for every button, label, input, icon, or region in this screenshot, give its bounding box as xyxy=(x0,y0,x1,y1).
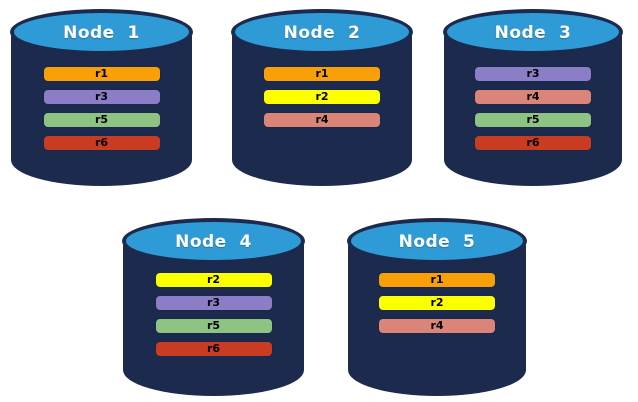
replica-r3: r3 xyxy=(475,67,591,81)
node-title: Node 2 xyxy=(283,23,361,43)
node-5-cylinder: Node 5 r1 r2 r4 xyxy=(347,218,527,396)
replica-r5: r5 xyxy=(475,113,591,127)
database-cylinder-top: Node 4 xyxy=(122,218,305,264)
database-cylinder-body xyxy=(11,31,192,186)
replica-r3: r3 xyxy=(155,296,272,310)
node-title: Node 5 xyxy=(398,232,476,252)
replica-r5: r5 xyxy=(155,319,272,333)
node-2-cylinder: Node 2 r1 r2 r4 xyxy=(231,9,413,186)
database-cylinder-body xyxy=(348,240,526,396)
replica-bar-stack: r1 r2 r4 xyxy=(231,67,413,127)
replica-r4: r4 xyxy=(475,90,591,104)
replica-r6: r6 xyxy=(155,342,272,356)
replica-r6: r6 xyxy=(43,136,160,150)
replica-r5: r5 xyxy=(43,113,160,127)
replica-bar-stack: r1 r3 r5 r6 xyxy=(10,67,193,150)
database-cylinder-body xyxy=(232,31,412,186)
replica-r6: r6 xyxy=(475,136,591,150)
replica-r2: r2 xyxy=(379,296,495,310)
database-cylinder-body xyxy=(123,240,304,396)
node-1-cylinder: Node 1 r1 r3 r5 r6 xyxy=(10,9,193,186)
replica-r3: r3 xyxy=(43,90,160,104)
database-cylinder-top: Node 1 xyxy=(10,9,193,55)
database-cylinder-top: Node 5 xyxy=(347,218,527,264)
database-cylinder-top: Node 3 xyxy=(443,9,623,55)
replica-r4: r4 xyxy=(379,319,495,333)
replica-r1: r1 xyxy=(264,67,380,81)
node-3-cylinder: Node 3 r3 r4 r5 r6 xyxy=(443,9,623,186)
replica-r2: r2 xyxy=(264,90,380,104)
replica-r1: r1 xyxy=(379,273,495,287)
replica-r4: r4 xyxy=(264,113,380,127)
node-title: Node 1 xyxy=(63,23,140,43)
node-title: Node 4 xyxy=(175,232,252,252)
database-cylinder-body xyxy=(444,31,622,186)
replica-bar-stack: r3 r4 r5 r6 xyxy=(443,67,623,150)
replica-r1: r1 xyxy=(43,67,160,81)
replica-bar-stack: r1 r2 r4 xyxy=(347,273,527,333)
node-title: Node 3 xyxy=(494,23,572,43)
database-cylinder-top: Node 2 xyxy=(231,9,413,55)
node-4-cylinder: Node 4 r2 r3 r5 r6 xyxy=(122,218,305,396)
replica-r2: r2 xyxy=(155,273,272,287)
replica-bar-stack: r2 r3 r5 r6 xyxy=(122,273,305,356)
